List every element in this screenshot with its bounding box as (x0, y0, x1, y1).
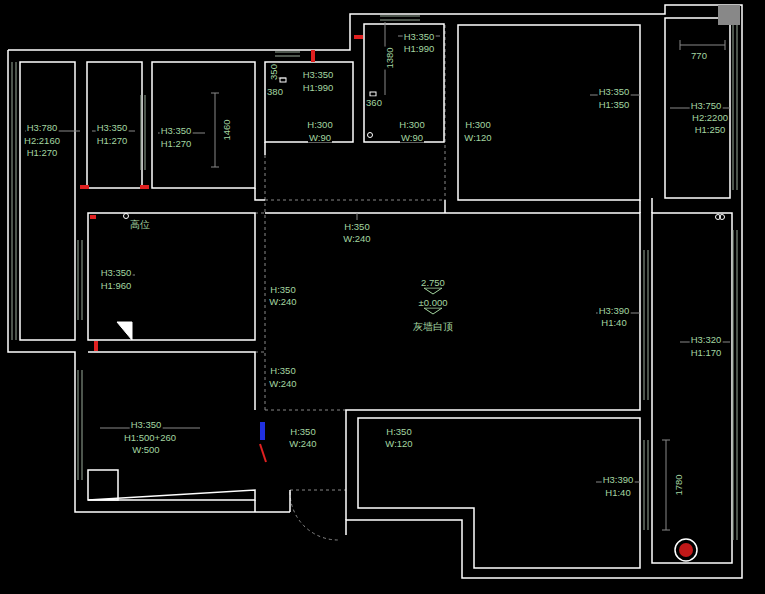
dimension-text: 1380 (384, 46, 395, 69)
annotation-text: H1:270 (160, 138, 193, 149)
annotation-text: 2.750 (420, 277, 446, 288)
annotation-text: H1:350 (598, 99, 631, 110)
annotation-text: H1:40 (604, 487, 631, 498)
annotation-text: H3:390 (598, 305, 631, 316)
dimension-text: 1780 (673, 473, 684, 496)
annotation-text: W:500 (131, 444, 160, 455)
annotation-text: H3:390 (602, 474, 635, 485)
annotation-text: H1:990 (403, 43, 436, 54)
annotation-text: H3:780 (26, 122, 59, 133)
annotation-text: W:240 (268, 378, 297, 389)
annotation-text: H:350 (385, 426, 412, 437)
annotation-text: 高位 (129, 219, 151, 230)
annotation-text: H:300 (398, 119, 425, 130)
annotation-text: H3:350 (598, 86, 631, 97)
annotation-text: H2:2200 (691, 112, 729, 123)
annotation-text: W:240 (288, 438, 317, 449)
annotation-text: H:350 (269, 284, 296, 295)
annotation-text: H3:350 (100, 267, 133, 278)
annotation-text: H3:320 (690, 334, 723, 345)
dimension-text: 1460 (221, 118, 232, 141)
annotation-text: 380 (266, 86, 284, 97)
annotation-text: H2:2160 (23, 135, 61, 146)
annotation-text: H:350 (289, 426, 316, 437)
annotation-text: ±0.000 (418, 297, 449, 308)
annotation-text: W:120 (384, 438, 413, 449)
windows (12, 16, 737, 540)
annotation-text: 360 (365, 97, 383, 108)
annotation-text: W:120 (463, 132, 492, 143)
annotation-text: H:300 (306, 119, 333, 130)
annotation-text: H3:350 (160, 125, 193, 136)
annotation-text: H3:750 (690, 100, 723, 111)
annotation-text: H3:350 (302, 69, 335, 80)
annotation-text: H:350 (269, 365, 296, 376)
annotation-text: H1:250 (694, 124, 727, 135)
dimension-text: 350 (268, 63, 279, 81)
annotation-text: H:350 (343, 221, 370, 232)
annotation-text: 770 (690, 50, 708, 61)
annotation-text: H1:170 (690, 347, 723, 358)
annotation-text: W:240 (342, 233, 371, 244)
walls (8, 5, 742, 578)
markers (80, 5, 740, 561)
annotation-text: H1:270 (26, 147, 59, 158)
annotation-text: H1:990 (302, 82, 335, 93)
annotation-text: 灰墙白顶 (412, 321, 454, 332)
annotation-text: H3:350 (130, 419, 163, 430)
annotation-text: W:90 (308, 132, 332, 143)
dashed-lines (255, 25, 445, 540)
annotation-text: H1:40 (600, 317, 627, 328)
annotation-text: H1:960 (100, 280, 133, 291)
annotation-text: H3:350 (96, 122, 129, 133)
annotation-text: H1:270 (96, 135, 129, 146)
dimension-lines (25, 22, 730, 530)
annotation-text: H:300 (464, 119, 491, 130)
annotation-text: W:240 (268, 296, 297, 307)
annotation-text: H1:500+260 (123, 432, 177, 443)
annotation-text: H3:350 (403, 31, 436, 42)
annotation-text: W:90 (400, 132, 424, 143)
